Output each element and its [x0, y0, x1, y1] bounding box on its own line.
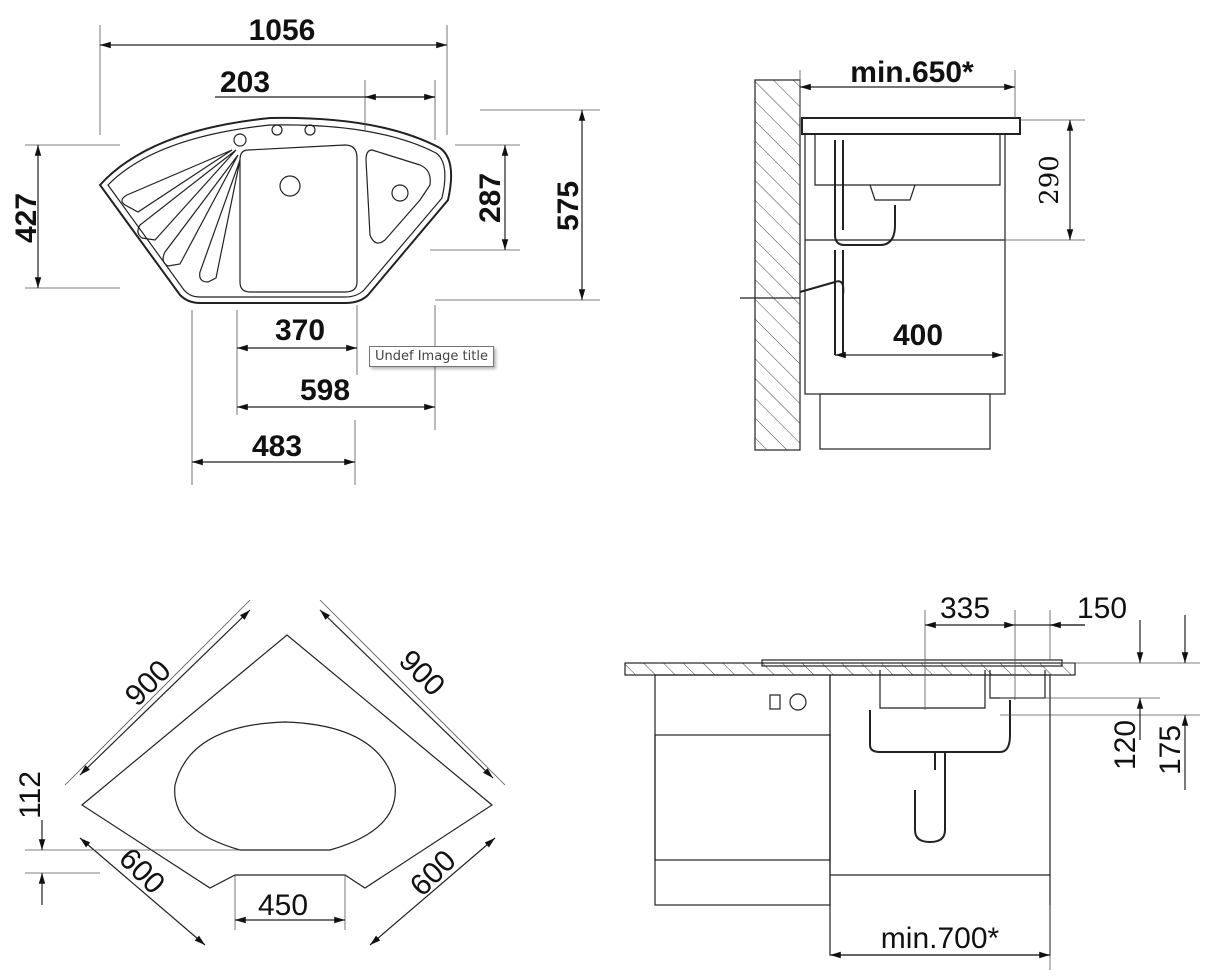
- dim-287: 287: [474, 173, 507, 223]
- dim-575: 575: [552, 181, 585, 231]
- cutout-outline: [80, 634, 494, 889]
- wall: [754, 79, 801, 451]
- dim-175: 175: [1154, 725, 1187, 775]
- drainer-grooves: [121, 149, 241, 283]
- dim-483: 483: [252, 430, 302, 463]
- dim-900-right: 900: [392, 644, 451, 703]
- dim-600-left: 600: [112, 842, 171, 901]
- countertop: [624, 662, 1076, 676]
- dim-427: 427: [10, 193, 43, 243]
- dim-min-650: min.650*: [850, 56, 974, 89]
- dim-400: 400: [893, 319, 943, 352]
- image-tooltip: Undef Image title: [369, 346, 494, 367]
- dim-120: 120: [1109, 720, 1142, 770]
- dim-600-right: 600: [404, 844, 463, 903]
- dim-370: 370: [275, 314, 325, 347]
- dim-150: 150: [1077, 592, 1127, 625]
- sink-front-view: 335 150 120 175 min.700*: [624, 592, 1200, 970]
- small-bowl: [365, 149, 431, 244]
- sink-top-view: 1056 203 427 287 575 370 598 483: [10, 14, 600, 485]
- cutout-template: 900 900 600 600 450 112: [14, 599, 506, 946]
- dim-450: 450: [258, 889, 308, 922]
- sink-side-view: min.650* 290 400: [740, 56, 1085, 451]
- drain-main: [279, 175, 301, 197]
- dim-290: 290: [1035, 155, 1065, 205]
- dim-min-700: min.700*: [881, 922, 1000, 955]
- tap-hole: [304, 124, 316, 136]
- bowl-cutout: [174, 721, 396, 851]
- dim-900-left: 900: [119, 654, 178, 713]
- dim-203: 203: [220, 66, 270, 99]
- dim-112: 112: [14, 771, 47, 819]
- sink-outline: [98, 116, 453, 304]
- drain-small: [391, 184, 409, 202]
- dim-1056: 1056: [249, 14, 316, 47]
- main-bowl: [239, 144, 358, 293]
- tap-hole: [271, 124, 283, 136]
- dim-598: 598: [300, 374, 350, 407]
- dim-335: 335: [940, 592, 990, 625]
